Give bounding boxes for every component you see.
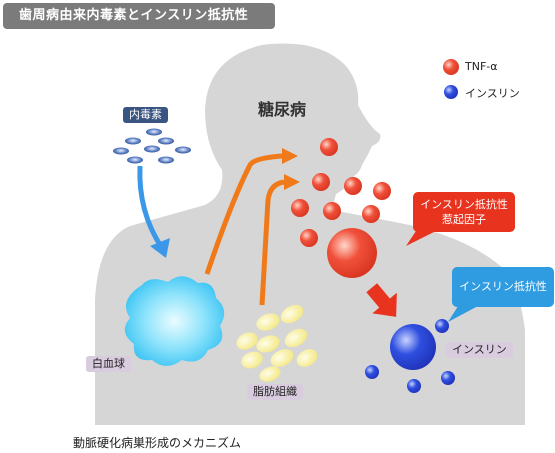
tnf-particles: [291, 138, 391, 247]
adipose-label: 脂肪組織: [247, 384, 303, 400]
diabetes-label: 糖尿病: [258, 100, 307, 119]
endotoxin-particles: [113, 128, 191, 164]
tnf-large-particle: [327, 228, 377, 278]
insulin-particles: [365, 319, 455, 393]
adipose-arrowhead: [284, 174, 300, 190]
page-title: 歯周病由来内毒素とインスリン抵抗性: [3, 3, 275, 29]
insulin-resistance-callout: インスリン抵抗性: [452, 267, 554, 307]
white-blood-cell: [124, 276, 225, 366]
callout-blue-tail: [448, 303, 478, 322]
legend-tnf-label: TNF-α: [465, 60, 498, 73]
insulin-label: インスリン: [446, 342, 513, 358]
caption: 動脈硬化病巣形成のメカニズム: [73, 436, 242, 450]
tnf-to-insulin-arrow: [366, 283, 397, 317]
insulin-resistance-factor-callout: インスリン抵抗性 惹起因子: [413, 192, 515, 232]
insulin-large-particle: [390, 324, 436, 370]
wbc-label: 白血球: [86, 356, 131, 372]
wbc-to-tnf-arrow: [204, 153, 283, 275]
endotoxin-label: 内毒素: [123, 107, 168, 123]
callout-line-2: 惹起因子: [442, 213, 486, 226]
wbc-arrowhead: [282, 148, 298, 164]
callout-red-tail: [406, 228, 434, 246]
adipose-to-tnf-arrow: [259, 179, 285, 306]
adipose-tissue: [236, 304, 318, 382]
callout-line-1: インスリン抵抗性: [420, 198, 508, 211]
endotoxin-to-wbc-arrow: [137, 165, 165, 250]
legend-insulin-icon: [444, 85, 458, 99]
legend-tnf-icon: [443, 59, 459, 75]
legend-insulin-label: インスリン: [465, 87, 520, 100]
endotoxin-arrowhead: [150, 238, 170, 258]
